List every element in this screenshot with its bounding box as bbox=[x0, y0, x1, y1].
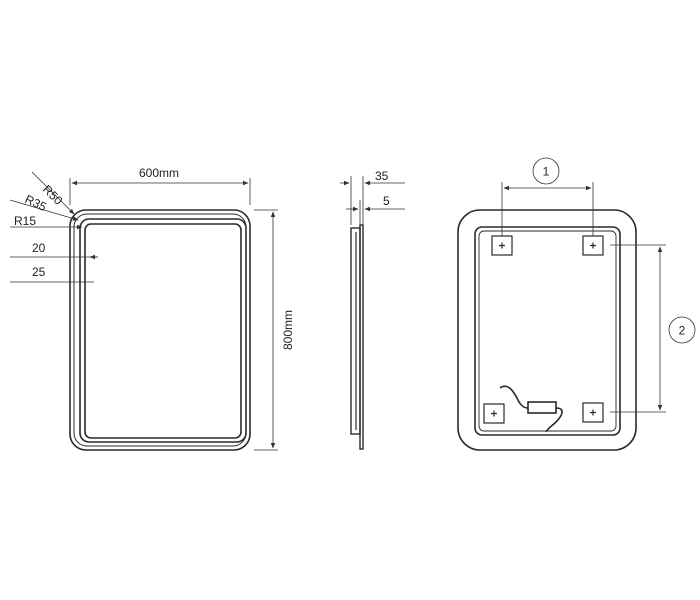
driver-output-cable bbox=[545, 407, 563, 433]
radius-inner-label: R15 bbox=[14, 214, 36, 228]
led-driver-box bbox=[527, 401, 557, 414]
callout-2-label: 2 bbox=[679, 324, 686, 338]
callout-1-label: 1 bbox=[543, 165, 550, 179]
mounting-bracket-top-right bbox=[582, 235, 604, 256]
width-label: 600mm bbox=[139, 166, 179, 180]
front-outer-frame bbox=[69, 209, 251, 451]
inset-25-label: 25 bbox=[32, 265, 46, 279]
height-label: 800mm bbox=[281, 310, 295, 350]
mounting-bracket-bottom-right bbox=[582, 402, 604, 423]
back-outer-frame bbox=[457, 209, 637, 451]
depth-total-label: 35 bbox=[375, 169, 389, 183]
back-panel bbox=[474, 226, 621, 436]
front-led-strip bbox=[79, 218, 247, 443]
mounting-bracket-bottom-left bbox=[483, 403, 505, 424]
radius-mid-leader bbox=[9, 199, 79, 221]
side-glass bbox=[359, 224, 364, 450]
callout-1-circle bbox=[532, 157, 560, 185]
front-frame-inner-edge bbox=[73, 213, 247, 447]
back-panel-inner bbox=[478, 230, 617, 432]
front-view: 600mm 800mm R50 R35 R15 20 25 bbox=[9, 166, 295, 451]
mounting-bracket-top-left bbox=[491, 235, 513, 256]
inset-20-label: 20 bbox=[32, 241, 46, 255]
power-cable bbox=[499, 385, 529, 409]
radius-outer-leader bbox=[31, 171, 75, 215]
side-view: 35 5 bbox=[340, 169, 405, 450]
callout-2-circle bbox=[668, 316, 696, 344]
back-view: 1 2 bbox=[457, 157, 696, 451]
depth-glass-label: 5 bbox=[383, 194, 390, 208]
front-glass bbox=[84, 223, 242, 439]
